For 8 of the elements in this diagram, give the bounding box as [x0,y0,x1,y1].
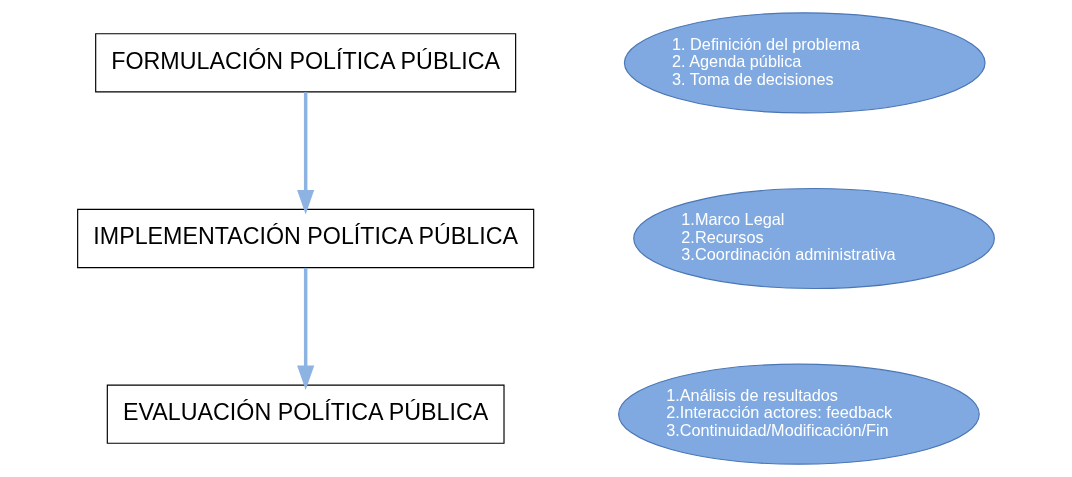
node-box: FORMULACIÓN POLÍTICA PÚBLICA [95,33,517,93]
arrow [297,267,315,391]
node-ellipse: 1.Análisis de resultados 2.Interacción actores: feedback 3.Continuidad/Modificación/Fin [618,363,980,465]
node-box: EVALUACIÓN POLÍTICA PÚBLICA [106,384,505,444]
node-ellipse: 1.Marco Legal 2.Recursos 3.Coordinación administrativa [633,187,995,290]
arrow [297,92,315,215]
node-box: IMPLEMENTACIÓN POLÍTICA PÚBLICA [77,208,535,269]
node-ellipse: 1. Definición del problema 2. Agenda pública 3. Toma de decisiones [623,12,986,114]
